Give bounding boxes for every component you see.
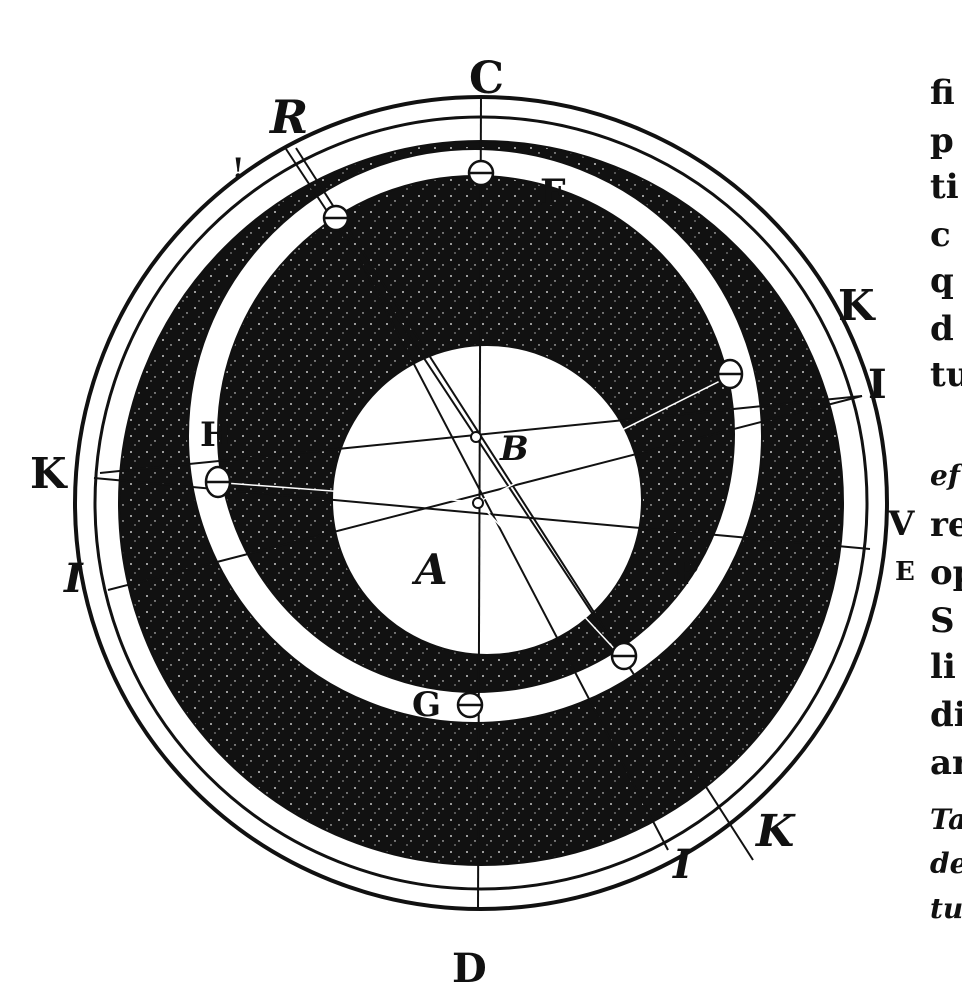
central-core	[331, 344, 643, 656]
text-line: ti	[930, 167, 959, 207]
label-h: H	[200, 415, 232, 455]
text-line: li	[930, 647, 956, 687]
center-point-b	[470, 431, 482, 443]
text-line: fi	[930, 73, 955, 113]
label-f: F	[540, 172, 566, 214]
label-a: A	[411, 545, 448, 594]
label-k-left: K	[30, 449, 68, 498]
label-c: C	[469, 53, 504, 104]
text-line: p	[930, 121, 954, 161]
text-line: Ta	[930, 803, 962, 836]
label-i-right: I	[868, 361, 887, 408]
text-line: ar	[930, 743, 962, 783]
text-line: q	[930, 261, 954, 301]
label-i-bottom: I	[672, 841, 693, 888]
text-line: tu	[930, 355, 962, 395]
label-e: E	[895, 557, 915, 587]
text-line: op	[930, 553, 962, 593]
text-line: de	[930, 847, 962, 880]
label-b: B	[499, 429, 529, 469]
label-d: D	[452, 945, 487, 992]
text-line: S	[930, 601, 955, 641]
label-i-left: I	[63, 555, 84, 602]
label-p: P	[673, 553, 699, 593]
label-r: R	[268, 90, 308, 144]
text-line: re	[930, 505, 962, 545]
text-line: c	[930, 215, 951, 255]
text-line: tu	[930, 892, 962, 925]
label-damaged-mark: !	[232, 152, 244, 185]
label-k-bottom: K	[754, 806, 796, 857]
text-line: ef	[930, 459, 960, 492]
text-line: di	[930, 695, 962, 735]
label-v: V	[887, 504, 915, 544]
label-g: G	[412, 685, 441, 725]
center-point-a	[472, 497, 484, 509]
text-line: d	[930, 309, 954, 349]
white-construction-lines	[224, 375, 731, 656]
planet-symbols	[204, 159, 744, 719]
label-k-right-top: K	[838, 281, 876, 330]
